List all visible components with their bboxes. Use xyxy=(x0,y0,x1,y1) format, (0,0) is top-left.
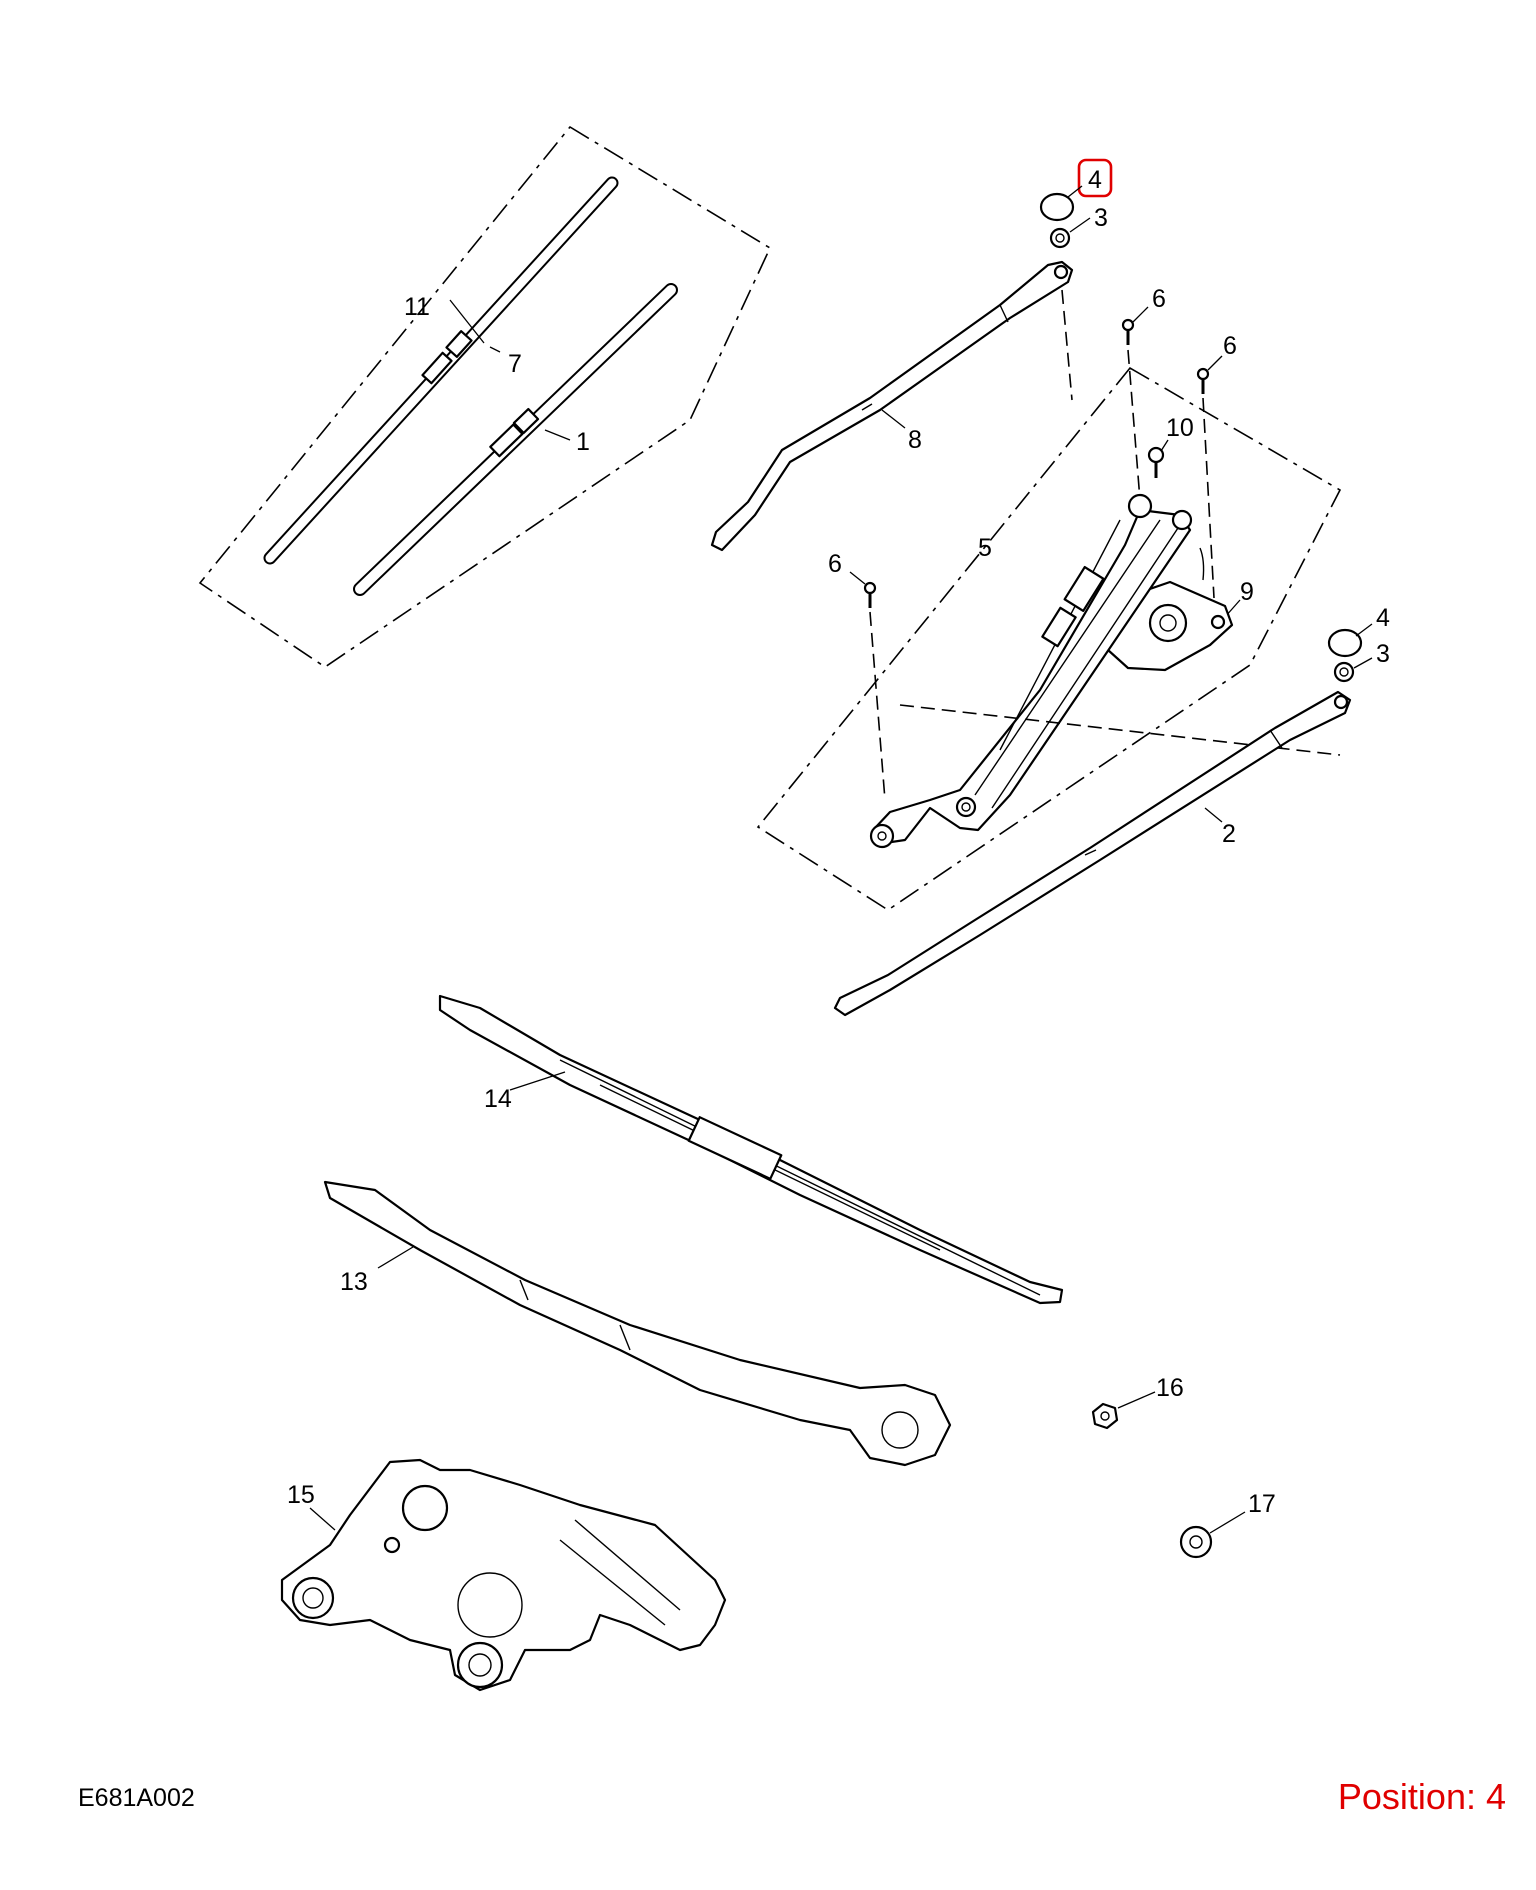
linkage-boundary xyxy=(756,366,1342,911)
bolt-10 xyxy=(1147,446,1165,478)
blade-set-boundary xyxy=(198,125,772,668)
callout-6-b: 6 xyxy=(1223,332,1237,360)
callout-7: 7 xyxy=(508,350,522,378)
rear-wiper-motor-15-group: 15 xyxy=(280,1458,727,1692)
callout-3-upper: 3 xyxy=(1094,204,1108,232)
wiper-blade-set-group: 11 7 1 xyxy=(198,125,772,668)
nut-3-lower xyxy=(1333,661,1355,683)
callout-6-c: 6 xyxy=(828,550,842,578)
highlight-box xyxy=(1077,158,1113,198)
callout-9: 9 xyxy=(1240,578,1254,606)
callout-6-a: 6 xyxy=(1152,285,1166,313)
hex-nut-16: 16 xyxy=(1091,1374,1184,1430)
wiper-arm-8-group: 4 3 8 xyxy=(710,158,1113,552)
callout-10: 10 xyxy=(1166,414,1194,442)
callout-16: 16 xyxy=(1156,1374,1184,1402)
callout-15: 15 xyxy=(287,1481,315,1509)
callout-2: 2 xyxy=(1222,820,1236,848)
wiper-blade-7 xyxy=(263,176,619,565)
washer-17: 17 xyxy=(1179,1490,1276,1559)
wiper-arm-2-group: 4 3 2 xyxy=(833,604,1390,1017)
rear-wiper-blade-14-group: 14 xyxy=(438,994,1064,1305)
wiper-linkage-frame-5 xyxy=(873,508,1192,845)
bolt-6-c xyxy=(863,581,877,608)
bolt-6-b xyxy=(1196,367,1210,394)
cap-4-lower xyxy=(1327,628,1363,658)
rear-wiper-arm-13-group: 13 xyxy=(323,1180,952,1467)
wiper-arm-8 xyxy=(710,260,1074,552)
rear-wiper-motor-15 xyxy=(280,1458,727,1692)
callout-4-upper: 4 xyxy=(1088,166,1102,194)
callout-17: 17 xyxy=(1248,1490,1276,1518)
nut-3-upper xyxy=(1049,227,1071,249)
wiper-linkage-group: 6 6 10 5 6 9 xyxy=(756,285,1342,911)
callout-1: 1 xyxy=(576,428,590,456)
callout-13: 13 xyxy=(340,1268,368,1296)
rear-wiper-arm-13 xyxy=(323,1180,952,1467)
bolt-6-a xyxy=(1121,318,1135,345)
position-label: Position: 4 xyxy=(1337,1776,1506,1817)
callout-11: 11 xyxy=(404,293,430,321)
callout-5: 5 xyxy=(978,534,992,562)
callout-3-lower: 3 xyxy=(1376,640,1390,668)
wiper-arm-2 xyxy=(833,690,1352,1017)
callout-8: 8 xyxy=(908,426,922,454)
callout-14: 14 xyxy=(484,1085,512,1113)
wiper-blade-1 xyxy=(353,283,678,596)
cap-4-upper xyxy=(1039,192,1075,222)
diagram-code: E681A002 xyxy=(78,1784,195,1812)
callout-4-lower: 4 xyxy=(1376,604,1390,632)
